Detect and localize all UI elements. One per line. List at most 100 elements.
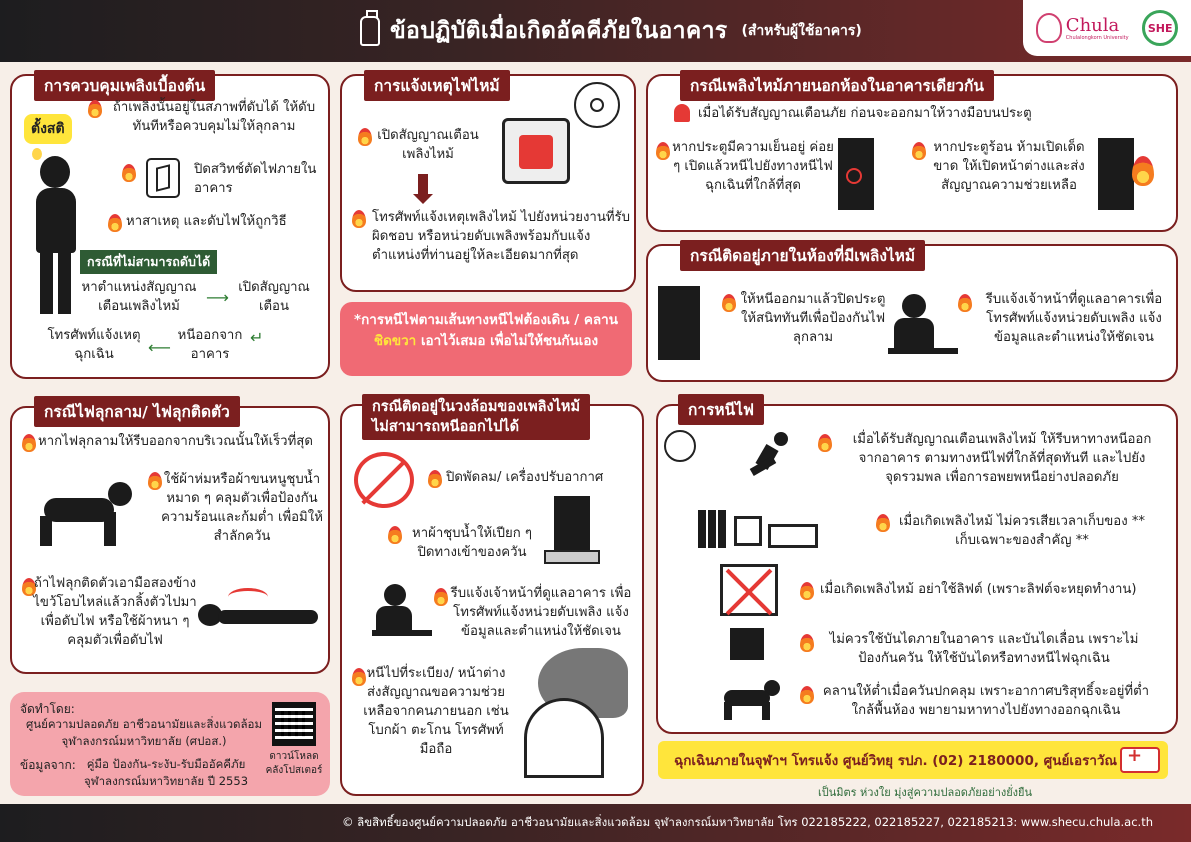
fire-extinguisher-icon [360, 10, 380, 46]
outside-room-intro: เมื่อได้รับสัญญาณเตือนภัย ก่อนจะออกมาให้… [698, 106, 1032, 121]
qr-caption: ดาวน์โหลดคลังโปสเตอร์ [265, 751, 323, 776]
made-by-text: ศูนย์ความปลอดภัย อาชีวอนามัยและสิ่งแวดล้… [25, 717, 263, 748]
step-evacuate: หนีออกจากอาคาร [177, 328, 243, 362]
rolling-person-icon [198, 588, 322, 628]
step-call-emergency: โทรศัพท์แจ้งเหตุฉุกเฉิน [47, 328, 141, 362]
fire-bullet-icon [800, 582, 814, 600]
on-body-item-3: ถ้าไฟลุกติดตัวเอามือสองข้างไขว้โอบไหล่แล… [33, 576, 197, 648]
fire-bullet-icon [88, 100, 102, 118]
footer-bar: © ลิขสิทธิ์ของศูนย์ความปลอดภัย อาชีวอนาม… [0, 804, 1191, 842]
arrow-right-icon: ⟶ [206, 288, 229, 307]
alarm-bell-icon [574, 82, 620, 128]
panel-title-inside-room: กรณีติดอยู่ภายในห้องที่มีเพลิงไหม้ [680, 240, 926, 271]
evacuate-item-3: เมื่อเกิดเพลิงไหม้ อย่าใช้ลิฟต์ (เพราะลิ… [820, 582, 1137, 597]
panel-title-outside-room: กรณีเพลิงไหม้ภายนอกห้องในอาคารเดียวกัน [680, 70, 994, 101]
surrounded-item-1: ปิดพัดลม/ เครื่องปรับอากาศ [446, 470, 604, 485]
she-logo: SHE [1142, 10, 1179, 46]
waving-cloth-icon [508, 648, 632, 778]
step-find-alarm: หาตำแหน่งสัญญาณเตือนเพลิงไหม้ [81, 280, 197, 314]
step-turn-on-alarm: เปิดสัญญาณเตือน [238, 280, 310, 314]
panel-inside-room: กรณีติดอยู่ภายในห้องที่มีเพลิงไหม้ ให้หน… [646, 240, 1178, 382]
fire-bullet-icon [352, 210, 366, 228]
inside-room-item-1: ให้หนีออกมาแล้วปิดประตูให้สนิททันทีเพื่อ… [740, 292, 886, 345]
fire-bullet-icon [148, 472, 162, 490]
stay-calm-chip: ตั้งสติ [24, 114, 72, 144]
basic-control-item-3: หาสาเหตุ และดับไฟให้ถูกวิธี [126, 214, 287, 229]
fire-bullet-icon [358, 128, 372, 146]
credits-box: จัดทำโดย: ศูนย์ความปลอดภัย อาชีวอนามัยแล… [10, 692, 330, 796]
logo-box: Chula Chulalongkorn University SHE [1023, 0, 1191, 56]
cannot-extinguish-label: กรณีที่ไม่สามารถดับได้ [80, 250, 218, 274]
panel-on-body: กรณีไฟลุกลาม/ ไฟลุกติดตัว หากไฟลุกลามให้… [10, 396, 330, 674]
escape-note-box: *การหนีไฟตามเส้นทางหนีไฟต้องเดิน / คลาน … [340, 302, 632, 376]
qr-code[interactable] [272, 702, 316, 746]
no-elevator-icon [720, 564, 778, 616]
panel-report-fire: การแจ้งเหตุไฟไหม้ เปิดสัญญาณเตือนเพลิงไห… [340, 70, 636, 292]
alarm-button-icon [502, 118, 570, 184]
header-title-group: ข้อปฏิบัติเมื่อเกิดอัคคีภัยในอาคาร (สำหร… [360, 10, 862, 52]
escape-note-highlight: ชิดขวา [373, 333, 417, 349]
she-logo-text: SHE [1147, 21, 1173, 35]
inside-room-item-2: รีบแจ้งเจ้าหน้าที่ดูแลอาคารเพื่อโทรศัพท์… [985, 292, 1163, 345]
surrounded-item-3: รีบแจ้งเจ้าหน้าที่ดูแลอาคาร เพื่อโทรศัพท… [450, 586, 632, 639]
panel-title-report-fire: การแจ้งเหตุไฟไหม้ [364, 70, 510, 101]
panel-title-surrounded-line-2: ไม่สามารถหนีออกไปได้ [372, 419, 519, 435]
fire-bullet-icon [428, 470, 442, 488]
panel-title-basic-control: การควบคุมเพลิงเบื้องต้น [34, 70, 216, 101]
person-phone-icon [888, 294, 958, 354]
fire-bullet-icon [958, 294, 972, 312]
source-text: คู่มือ ป้องกัน-ระงับ-รับมืออัคคีภัย จุฬา… [83, 757, 249, 788]
fire-bullet-icon [912, 142, 926, 160]
siren-icon [674, 104, 690, 122]
fire-bullet-icon [122, 164, 136, 182]
arrow-return-icon: ↵ [250, 328, 264, 347]
panel-surrounded: กรณีติดอยู่ในวงล้อมของเพลิงไหม้ ไม่สามาร… [340, 394, 644, 796]
crawling-person-icon [720, 680, 790, 720]
fire-bullet-icon [800, 686, 814, 704]
door-icon [838, 138, 874, 210]
panel-title-surrounded-line-1: กรณีติดอยู่ในวงล้อมของเพลิงไหม้ [372, 399, 581, 415]
evacuate-item-2: เมื่อเกิดเพลิงไหม้ ไม่ควรเสียเวลาเก็บของ… [898, 514, 1146, 548]
evacuate-item-5: คลานให้ต่ำเมื่อควันปกคลุม เพราะอากาศบริส… [822, 684, 1150, 718]
footer-copyright: © ลิขสิทธิ์ของศูนย์ความปลอดภัย อาชีวอนาม… [342, 815, 1153, 829]
on-body-item-1: หากไฟลุกลามให้รีบออกจากบริเวณนั้นให้เร็ว… [38, 434, 313, 449]
chula-logo-text: Chula [1065, 14, 1120, 36]
panel-outside-room: กรณีเพลิงไหม้ภายนอกห้องในอาคารเดียวกัน เ… [646, 70, 1178, 232]
fire-bullet-icon [22, 434, 36, 452]
chula-seal-icon [1035, 13, 1062, 43]
alarm-bell-icon [664, 430, 696, 462]
arrow-down-icon [413, 174, 433, 204]
page-title: ข้อปฏิบัติเมื่อเกิดอัคคีภัยในอาคาร [390, 18, 728, 44]
panel-title-surrounded: กรณีติดอยู่ในวงล้อมของเพลิงไหม้ ไม่สามาร… [362, 394, 591, 440]
surrounded-item-4: หนีไปที่ระเบียง/ หน้าต่าง ส่งสัญญาณขอควา… [363, 666, 509, 757]
door-towel-icon [544, 496, 600, 564]
ambulance-icon [1120, 745, 1160, 773]
belongings-icon [698, 500, 818, 548]
fire-bullet-icon [656, 142, 670, 160]
made-by-label: จัดทำโดย: [20, 702, 75, 716]
emergency-contact-bar: ฉุกเฉินภายในจุฬาฯ โทรแจ้ง ศูนย์วิทยุ รปภ… [658, 741, 1168, 779]
arrow-left-icon: ⟵ [148, 338, 171, 357]
outside-room-cool-door: หากประตูมีความเย็นอยู่ ค่อย ๆ เปิดแล้วหน… [672, 140, 834, 193]
basic-control-item-2: ปิดสวิทช์ตัดไฟภายในอาคาร [194, 162, 317, 196]
escape-note-line-2: เอาไว้เสมอ เพื่อไม่ให้ชนกันเอง [420, 333, 599, 349]
crawling-person-icon [34, 482, 144, 546]
page-subtitle: (สำหรับผู้ใช้อาคาร) [741, 23, 862, 39]
panel-basic-control: การควบคุมเพลิงเบื้องต้น ตั้งสติ ถ้าเพลิง… [10, 70, 330, 379]
fire-bullet-icon [876, 514, 890, 532]
basic-control-item-1: ถ้าเพลิงนั้นอยู่ในสภาพที่ดับได้ ให้ดับทั… [112, 100, 316, 134]
hot-door-icon [1098, 138, 1154, 210]
person-phone-icon [372, 584, 432, 636]
fire-bullet-icon [818, 434, 832, 452]
report-fire-item-1: เปิดสัญญาณเตือนเพลิงไหม้ [377, 128, 479, 162]
panel-title-on-body: กรณีไฟลุกลาม/ ไฟลุกติดตัว [34, 396, 240, 427]
header-bar: ข้อปฏิบัติเมื่อเกิดอัคคีภัยในอาคาร (สำหร… [0, 0, 1191, 62]
evacuate-item-4: ไม่ควรใช้บันไดภายในอาคาร และบันไดเลื่อน … [829, 632, 1139, 666]
escape-note-line-1: *การหนีไฟตามเส้นทางหนีไฟต้องเดิน / คลาน [354, 312, 618, 328]
running-person-icon [738, 432, 798, 482]
fire-bullet-icon [352, 668, 366, 686]
motto-text: เป็นมิตร ห่วงใย มุ่งสู่ความปลอดภัยอย่างย… [818, 786, 1033, 799]
chula-logo-subtext: Chulalongkorn University [1065, 34, 1129, 41]
chula-logo: Chula Chulalongkorn University [1035, 13, 1129, 43]
light-switch-icon [146, 158, 180, 198]
